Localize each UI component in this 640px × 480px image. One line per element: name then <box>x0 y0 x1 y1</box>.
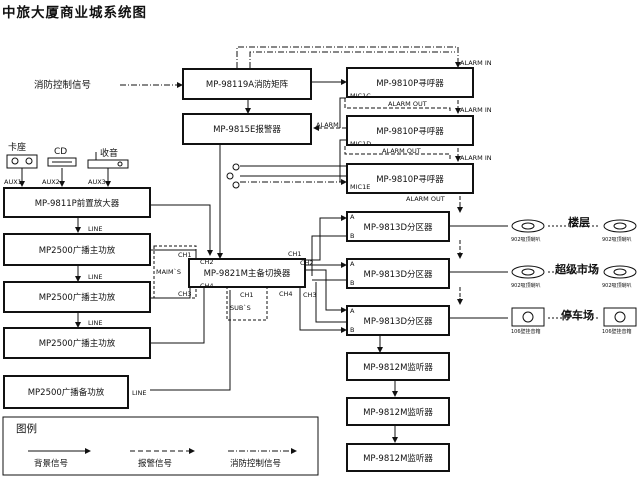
mic1e-label: MIC1E <box>350 183 371 191</box>
diagram-title: 中旅大厦商业城系统图 <box>2 5 147 21</box>
zone-floor-label: 楼层 <box>568 216 590 229</box>
zone3-b-label: B <box>350 326 355 334</box>
zone1-a-label: A <box>350 213 355 221</box>
out-ch4-label: CH4 <box>279 290 293 298</box>
zone-box-1: MP-9813D分区器 <box>346 211 450 242</box>
fire-matrix-box: MP-98119A消防矩阵 <box>182 68 312 100</box>
aux2-label: AUX2 <box>42 178 60 186</box>
switch-ch2-label: CH2 <box>200 258 214 266</box>
sub-ch1-label: CH1 <box>240 291 254 299</box>
monitor-box-2: MP-9812M监听器 <box>346 397 450 426</box>
radio-label: 收音 <box>100 149 119 159</box>
speaker-caption: 106壁挂音箱 <box>602 329 632 335</box>
switcher-box: MP-9821M主备切换器 <box>188 258 306 288</box>
amp-box-2: MP2500广播主功放 <box>3 281 151 313</box>
speaker-caption: 902吸顶喇叭 <box>511 237 541 243</box>
switch-ch1-label: CH1 <box>178 251 192 259</box>
alarm-in-label-1: ALARM IN <box>460 59 492 67</box>
line-label-3: LINE <box>88 319 103 327</box>
zone3-a-label: A <box>350 307 355 315</box>
line-label-2: LINE <box>88 273 103 281</box>
alarm-out-label-2: ALARM OUT <box>382 147 421 155</box>
monitor-box-3: MP-9812M监听器 <box>346 443 450 472</box>
alarm-in-label-2: ALARM IN <box>460 106 492 114</box>
zone2-b-label: B <box>350 279 355 287</box>
subs-label: SUB`S <box>230 304 251 312</box>
alarm-box: MP-9815E报警器 <box>182 113 312 145</box>
mic1c-label: MIC1C <box>350 92 371 100</box>
speaker-caption: 106壁挂音箱 <box>511 329 541 335</box>
zone-box-3: MP-9813D分区器 <box>346 305 450 336</box>
preamp-box: MP-9811P前置放大器 <box>3 187 151 218</box>
zone-parking-label: 停车场 <box>561 309 594 322</box>
speaker-caption: 902吸顶喇叭 <box>602 283 632 289</box>
switch-ch3-label: CH3 <box>178 290 192 298</box>
mains-label: MAIM`S <box>156 268 181 276</box>
legend-background: 背景信号 <box>34 459 69 469</box>
speaker-caption: 902吸顶喇叭 <box>602 237 632 243</box>
out-ch2-label: CH2 <box>300 259 314 267</box>
zone2-a-label: A <box>350 260 355 268</box>
legend-title: 图例 <box>16 423 37 435</box>
alarm-out-label-3: ALARM OUT <box>406 195 445 203</box>
zone-supermarket-label: 超级市场 <box>555 263 599 276</box>
pager-box-1: MP-9810P寻呼器 <box>346 67 474 98</box>
legend-fire: 消防控制信号 <box>230 459 282 469</box>
amp-box-1: MP2500广播主功放 <box>3 233 151 266</box>
mic1d-label: MIC1D <box>350 140 372 148</box>
aux1-label: AUX1 <box>4 178 22 186</box>
zone1-b-label: B <box>350 232 355 240</box>
alarm-in-label-3: ALARM IN <box>460 154 492 162</box>
zone-box-2: MP-9813D分区器 <box>346 258 450 289</box>
out-ch1-label: CH1 <box>288 250 302 258</box>
aux3-label: AUX3 <box>88 178 106 186</box>
monitor-box-1: MP-9812M监听器 <box>346 352 450 381</box>
amp-box-3: MP2500广播主功放 <box>3 327 151 359</box>
cassette-label: 卡座 <box>8 143 27 153</box>
legend-alarm: 报警信号 <box>138 459 173 469</box>
pager-box-3: MP-9810P寻呼器 <box>346 163 474 194</box>
alarm-out-label-1: ALARM OUT <box>388 100 427 108</box>
switch-ch4-label: CH4 <box>200 282 214 290</box>
cd-label: CD <box>54 147 68 157</box>
out-ch3-label: CH3 <box>303 291 317 299</box>
alarm-signal-label: ALARM <box>316 121 339 129</box>
line-label-1: LINE <box>88 225 103 233</box>
speaker-caption: 902吸顶喇叭 <box>511 283 541 289</box>
line-label-4: LINE <box>132 389 147 397</box>
amp-backup-box: MP2500广播备功放 <box>3 375 129 409</box>
fire-signal-label: 消防控制信号 <box>34 80 92 91</box>
pager-box-2: MP-9810P寻呼器 <box>346 115 474 146</box>
